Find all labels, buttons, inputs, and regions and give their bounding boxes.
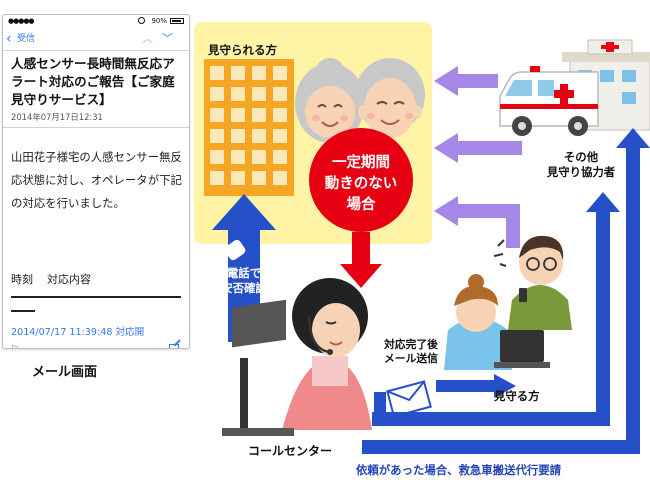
- call-center-label: コールセンター: [248, 442, 332, 459]
- building-window: [210, 129, 224, 143]
- apartment-building-icon: [204, 59, 294, 196]
- building-window: [252, 108, 266, 122]
- phone-check-label: 電話で 安否確認: [214, 266, 274, 296]
- building-window: [252, 129, 266, 143]
- building-window: [231, 108, 245, 122]
- building-window: [231, 171, 245, 185]
- building-window: [231, 150, 245, 164]
- building-window: [273, 171, 287, 185]
- building-window: [273, 66, 287, 80]
- alert-text-line: 一定期間動きのない場合: [325, 155, 398, 213]
- building-window: [273, 150, 287, 164]
- building-window: [210, 66, 224, 80]
- building-window: [273, 129, 287, 143]
- building-window: [273, 87, 287, 101]
- building-window: [210, 87, 224, 101]
- building-window: [252, 171, 266, 185]
- building-window: [252, 150, 266, 164]
- watched-person-label: 見守られる方: [208, 42, 277, 58]
- helper-person-icon: [494, 236, 572, 330]
- alert-condition-text: 一定期間動きのない場合: [313, 153, 409, 216]
- ambulance-request-label: 依頼があった場合、救急車搬送代行要請: [356, 462, 561, 478]
- building-window: [273, 108, 287, 122]
- mail-sent-label: 対応完了後 メール送信: [384, 338, 472, 366]
- building-window: [252, 66, 266, 80]
- watcher-label: 見守る方: [494, 388, 540, 404]
- ambulance-icon: [500, 66, 598, 136]
- building-window: [210, 108, 224, 122]
- building-window: [252, 87, 266, 101]
- building-window: [231, 129, 245, 143]
- building-window: [210, 150, 224, 164]
- building-window: [231, 87, 245, 101]
- building-window: [231, 66, 245, 80]
- email-envelope-icon: [387, 382, 430, 417]
- other-helper-label: その他 見守り協力者: [527, 150, 635, 180]
- building-window: [210, 171, 224, 185]
